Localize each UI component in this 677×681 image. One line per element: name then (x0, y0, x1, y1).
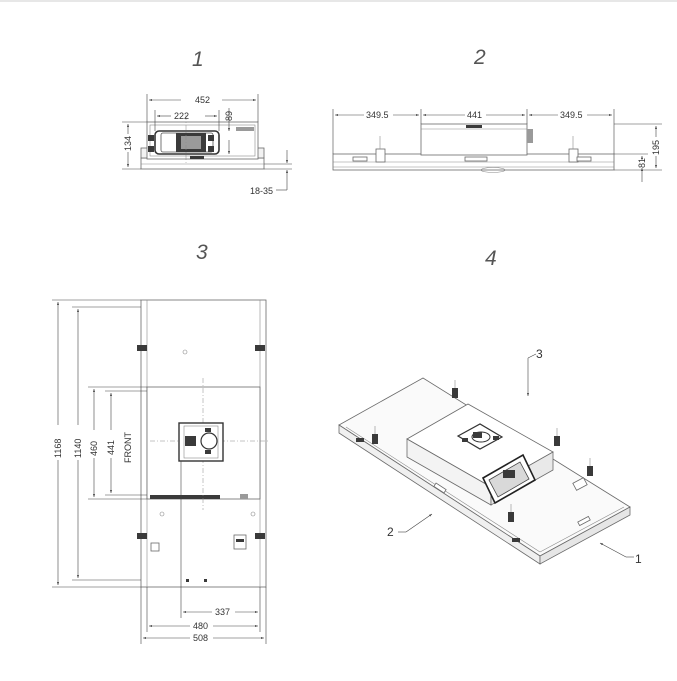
front-label: FRONT (123, 432, 133, 463)
dim-89: 89 (224, 111, 234, 121)
dim-134: 134 (123, 136, 133, 151)
dim-81: 81 (637, 158, 647, 168)
dim-349-5-left: 349.5 (366, 110, 389, 120)
dim-452: 452 (195, 95, 210, 105)
dim-441-side: 441 (467, 110, 482, 120)
dim-508: 508 (193, 633, 208, 643)
callout-1: 1 (635, 552, 642, 566)
view-number-2: 2 (473, 46, 486, 69)
dim-349-5-right: 349.5 (560, 110, 583, 120)
dim-18-35: 18-35 (250, 186, 273, 196)
dim-337: 337 (215, 607, 230, 617)
callout-2: 2 (387, 525, 394, 539)
view-1-front-elevation: 452 222 89 134 18-35 (122, 94, 292, 196)
view-3-plan: 1168 1140 460 441 FRONT 337 480 (52, 299, 268, 644)
tray-base (140, 157, 265, 170)
dim-460: 460 (89, 441, 99, 456)
dim-1168: 1168 (53, 439, 63, 458)
side-motor-housing (420, 123, 528, 156)
dim-1140: 1140 (73, 439, 83, 458)
dim-195: 195 (651, 140, 661, 155)
view-2-side-elevation: 349.5 441 349.5 81 195 (332, 109, 662, 182)
view-number-3: 3 (196, 241, 208, 264)
view-number-4: 4 (485, 247, 497, 270)
dim-222: 222 (174, 111, 189, 121)
view-4-isometric: 3 2 1 (338, 347, 642, 566)
dim-480: 480 (193, 621, 208, 631)
callout-3: 3 (536, 347, 543, 361)
dim-441-plan: 441 (106, 440, 116, 455)
view-number-1: 1 (192, 48, 204, 71)
